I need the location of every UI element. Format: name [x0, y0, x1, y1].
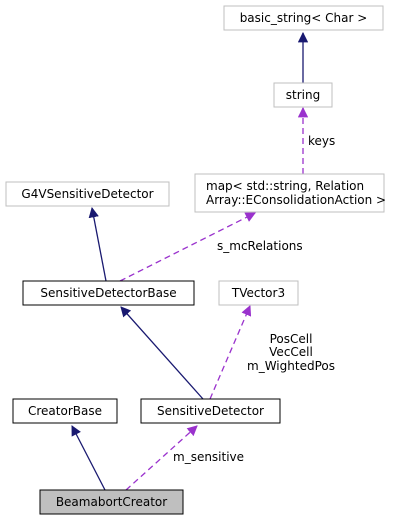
node-map-label-line2: Array::EConsolidationAction > — [206, 193, 386, 207]
node-sensitivedetector[interactable]: SensitiveDetector — [140, 398, 281, 424]
node-tvector3[interactable]: TVector3 — [218, 280, 299, 306]
node-sensitivedetectorbase-label: SensitiveDetectorBase — [40, 286, 176, 300]
edge-label-m-sensitive: m_sensitive — [173, 450, 244, 464]
edge-label-keys: keys — [308, 134, 335, 148]
node-creatorbase-label: CreatorBase — [28, 404, 102, 418]
edge-sdbase-to-map — [119, 212, 256, 282]
edge-label-poscell: PosCell — [270, 332, 313, 346]
node-beamabortcreator-label: BeamabortCreator — [56, 495, 167, 509]
edge-label-wightedpos: m_WightedPos — [247, 359, 335, 373]
node-string[interactable]: string — [273, 82, 333, 108]
node-sensitivedetector-label: SensitiveDetector — [157, 404, 264, 418]
node-map-label-line1: map< std::string, Relation — [206, 179, 364, 193]
edge-beamabort-to-creatorbase — [71, 425, 106, 491]
edge-label-s-mcrelations: s_mcRelations — [217, 239, 303, 253]
node-map-relation[interactable]: map< std::string, Relation Array::EConso… — [194, 173, 386, 213]
node-creatorbase[interactable]: CreatorBase — [12, 398, 118, 424]
edge-sdbase-to-g4sd — [88, 206, 107, 282]
node-g4vsensitivedetector[interactable]: G4VSensitiveDetector — [5, 181, 170, 207]
edge-sd-to-tvector3 — [209, 305, 252, 400]
edge-beamabort-to-sd — [125, 425, 198, 491]
node-basic-string[interactable]: basic_string< Char > — [223, 5, 384, 31]
node-string-label: string — [286, 88, 320, 102]
node-tvector3-label: TVector3 — [231, 286, 285, 300]
node-g4vsensitivedetector-label: G4VSensitiveDetector — [21, 187, 153, 201]
edge-label-veccell: VecCell — [269, 345, 313, 359]
node-basic-string-label: basic_string< Char > — [240, 11, 368, 25]
node-sensitivedetectorbase[interactable]: SensitiveDetectorBase — [22, 280, 195, 306]
edge-sd-to-sdbase — [120, 306, 204, 400]
node-beamabortcreator[interactable]: BeamabortCreator — [39, 489, 184, 515]
